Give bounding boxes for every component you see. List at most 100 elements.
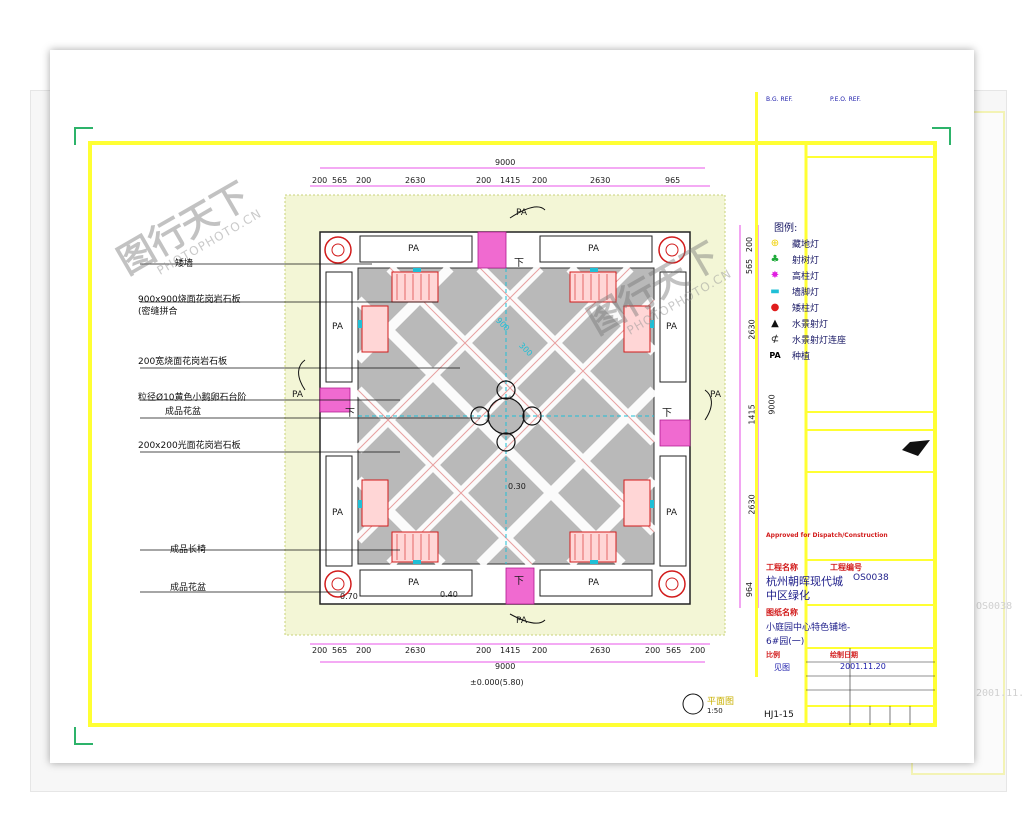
legend-item-water-spot-light: ▲ 水景射灯 bbox=[768, 315, 828, 331]
level-reference: ±0.000(5.80) bbox=[470, 678, 524, 687]
company-logo bbox=[902, 440, 930, 456]
dim-top-3: 2630 bbox=[405, 176, 426, 185]
tb-peo-ref: P.E.O. REF. bbox=[830, 96, 861, 103]
corner-marks bbox=[74, 127, 951, 745]
pa-bottom-right: PA bbox=[588, 578, 600, 588]
dimension-lines bbox=[310, 167, 759, 663]
dim-bottom-6: 200 bbox=[532, 646, 548, 655]
drawing-label: 图纸名称 bbox=[766, 608, 798, 617]
plan-title: 平面图 bbox=[707, 697, 735, 707]
label-granite-200x200: 200x200光面花岗岩石板 bbox=[138, 441, 241, 451]
project-name-1: 杭州朝晖现代城 bbox=[766, 575, 843, 588]
down-north: 下 bbox=[514, 258, 524, 269]
project-label: 工程名称 bbox=[766, 563, 798, 572]
legend-item-tall-post-light: ✸ 高柱灯 bbox=[768, 267, 819, 283]
label-pebble-step: 粒径Ø10黄色小鹅卵石台阶 bbox=[138, 393, 247, 403]
dim-bottom-7: 2630 bbox=[590, 646, 611, 655]
pa-east: PA bbox=[710, 390, 722, 400]
dim-bottom-0: 200 bbox=[312, 646, 328, 655]
dim-bottom-2: 200 bbox=[356, 646, 372, 655]
pa-top-right: PA bbox=[588, 244, 600, 254]
level-walkway: 0.40 bbox=[440, 590, 458, 599]
dim-bottom-9: 565 bbox=[666, 646, 682, 655]
dim-top-0: 200 bbox=[312, 176, 328, 185]
dim-bottom-10: 200 bbox=[690, 646, 706, 655]
down-east: 下 bbox=[662, 408, 672, 419]
tb-bg-ref: B.G. REF. bbox=[766, 96, 793, 103]
date-value: 2001.11.20 bbox=[840, 662, 886, 671]
dim-bottom-5: 1415 bbox=[500, 646, 521, 655]
water-light-socket-icon: ⊄ bbox=[770, 333, 780, 345]
plan-scale: 1:50 bbox=[707, 707, 723, 715]
pa-left-top: PA bbox=[332, 322, 344, 332]
approved-text: Approved for Dispatch/Construction bbox=[766, 532, 888, 539]
label-flower-pot: 成品花盆 bbox=[165, 407, 202, 417]
dim-bottom-3: 2630 bbox=[405, 646, 426, 655]
label-low-wall: 矮墙 bbox=[175, 259, 194, 269]
legend-item-planting: PA 种植 bbox=[769, 350, 811, 362]
drawing-frame bbox=[88, 141, 937, 727]
legend-item-water-light-socket: ⊄ 水景射灯连座 bbox=[768, 331, 846, 347]
benches bbox=[361, 271, 651, 563]
level-center: 0.30 bbox=[508, 482, 526, 491]
dim-top-7: 2630 bbox=[590, 176, 611, 185]
level-corner: 0.70 bbox=[340, 592, 358, 601]
dim-bottom-1: 565 bbox=[332, 646, 348, 655]
legend-item-spot-light: ♣ 射树灯 bbox=[768, 251, 820, 267]
ghost-project-no: OS0038 bbox=[976, 601, 1013, 612]
dim-right-1: 565 bbox=[745, 258, 755, 275]
pa-north: PA bbox=[516, 208, 528, 218]
drawing-name-2: 6#园(一) bbox=[766, 637, 805, 647]
water-spot-light-icon: ▲ bbox=[771, 317, 779, 329]
legend-item-short-post-light: ● 矮柱灯 bbox=[768, 299, 819, 315]
dim-bottom-4: 200 bbox=[476, 646, 492, 655]
tall-post-light-icon: ✸ bbox=[770, 269, 780, 281]
wall-foot-light-icon: ▬ bbox=[770, 285, 780, 297]
label-flower-pot-2: 成品花盆 bbox=[170, 583, 207, 593]
label-granite-900: 900x900烧面花岗岩石板 bbox=[138, 295, 241, 305]
short-post-light-icon: ● bbox=[770, 301, 780, 313]
project-no: OS0038 bbox=[853, 573, 889, 583]
dim-top-8: 965 bbox=[665, 176, 681, 185]
down-south: 下 bbox=[514, 576, 524, 587]
down-west: 下 bbox=[345, 408, 355, 419]
pa-west: PA bbox=[292, 390, 304, 400]
project-name-2: 中区绿化 bbox=[766, 589, 810, 602]
label-granite-200: 200宽烧面花岗岩石板 bbox=[138, 357, 228, 367]
pa-left-bottom: PA bbox=[332, 508, 344, 518]
pa-top-left: PA bbox=[408, 244, 420, 254]
title-block: B.G. REF. P.E.O. REF. 图例: ⊕ 藏地灯 ♣ 射树灯 ✸ … bbox=[755, 92, 889, 720]
leader-lines bbox=[140, 263, 480, 593]
ghost-date: 2001.11.20 bbox=[976, 688, 1024, 699]
pa-south: PA bbox=[516, 616, 528, 626]
dim-bottom-8: 200 bbox=[645, 646, 661, 655]
dim-top-6: 200 bbox=[532, 176, 548, 185]
planter-boxes bbox=[325, 235, 687, 597]
corner-flower-pots bbox=[324, 236, 686, 598]
dim-right-8: 964 bbox=[745, 581, 755, 598]
dim-top-2: 200 bbox=[356, 176, 372, 185]
pa-right-top: PA bbox=[666, 322, 678, 332]
dim-top-1: 565 bbox=[332, 176, 348, 185]
legend-item-in-ground-light: ⊕ 藏地灯 bbox=[768, 235, 819, 251]
dim-total-bottom: 9000 bbox=[495, 662, 516, 671]
sheet-number: HJ1-15 bbox=[764, 710, 794, 720]
dim-right-0: 200 bbox=[745, 236, 755, 253]
legend-item-wall-foot-light: ▬ 墙脚灯 bbox=[768, 283, 819, 299]
pebble-steps bbox=[319, 231, 691, 605]
center-table-set bbox=[470, 380, 542, 452]
drawing-name-1: 小庭园中心特色铺地- bbox=[766, 623, 851, 633]
in-ground-light-icon: ⊕ bbox=[770, 237, 780, 249]
label-granite-900-sub: (密缝拼合 bbox=[138, 307, 178, 317]
legend-title: 图例: bbox=[774, 223, 798, 234]
date-label: 绘制日期 bbox=[830, 651, 858, 659]
dim-top-5: 1415 bbox=[500, 176, 521, 185]
spot-light-icon: ♣ bbox=[770, 253, 780, 265]
pa-bottom-left: PA bbox=[408, 578, 420, 588]
project-no-label: 工程编号 bbox=[830, 563, 862, 572]
dim-total-top: 9000 bbox=[495, 158, 516, 167]
wall-lights bbox=[358, 268, 654, 564]
planting-icon: PA bbox=[769, 350, 781, 360]
scale-value: 见图 bbox=[774, 663, 790, 672]
